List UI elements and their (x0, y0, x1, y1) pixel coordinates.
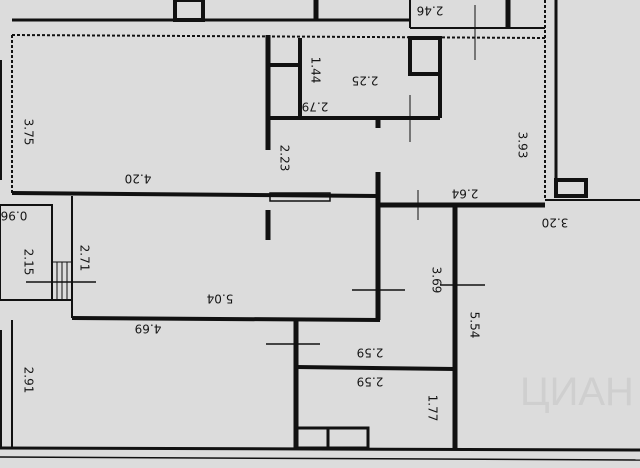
watermark: ЦИАН (520, 370, 634, 414)
dim-wc-top: 2.59 (357, 375, 384, 389)
dim-small-room-top: 0.96 (1, 209, 28, 223)
dim-hall-top: 2.64 (452, 187, 479, 201)
dim-top-room: 2.46 (417, 4, 444, 18)
dim-right-room-side: 5.54 (468, 312, 482, 339)
dim-wc-side: 1.77 (426, 395, 440, 422)
dim-bottom-room-top: 4.69 (135, 322, 162, 336)
dim-living-left: 3.75 (22, 119, 36, 146)
dimension-labels: 2.46 1.44 2.25 2.79 3.75 2.23 3.93 4.20 … (1, 4, 569, 422)
dim-right-room-top: 3.20 (542, 216, 569, 230)
dim-living-bottom: 4.20 (125, 172, 152, 186)
dim-bedroom-left: 2.71 (78, 245, 92, 272)
dim-bedroom-bottom: 5.04 (207, 292, 234, 306)
dim-kitchen-right: 3.93 (516, 132, 530, 159)
dim-closet-bottom: 2.79 (302, 100, 329, 114)
dim-closet-width: 2.25 (352, 74, 379, 88)
dim-bottom-room-left: 2.91 (22, 367, 36, 394)
dim-small-room-side: 2.15 (22, 249, 36, 276)
dim-bath-top: 2.59 (357, 346, 384, 360)
dim-passage: 2.23 (278, 145, 292, 172)
dim-closet-side: 1.44 (309, 57, 323, 84)
dim-corridor-side: 3.69 (430, 267, 444, 294)
